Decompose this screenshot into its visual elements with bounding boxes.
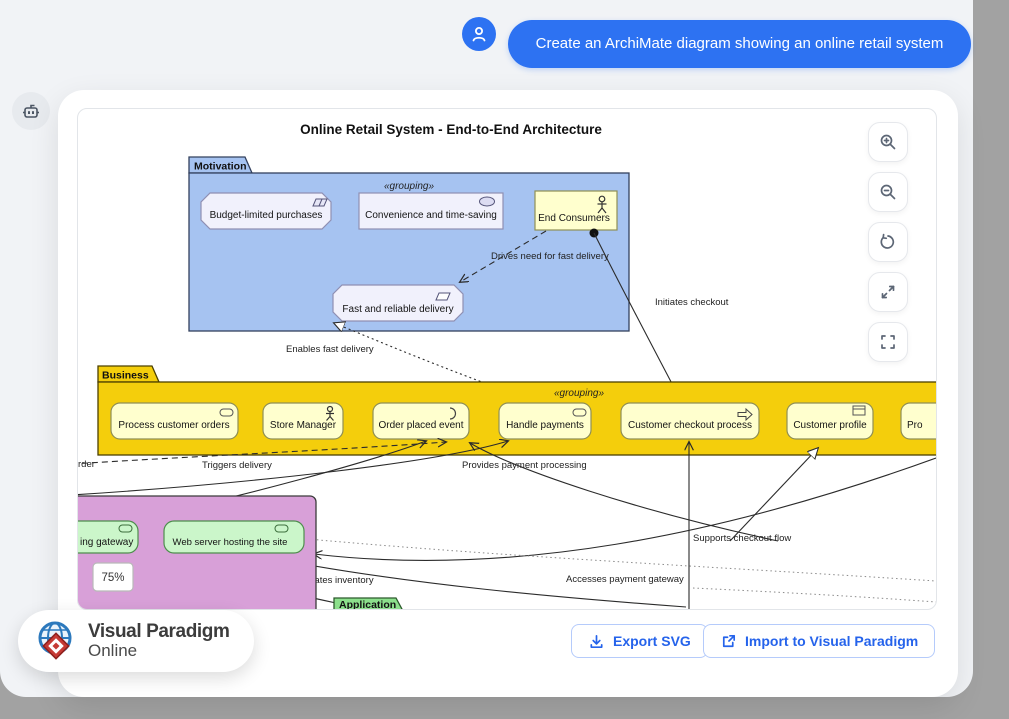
expand-arrows-icon (881, 285, 895, 299)
service-icon (219, 408, 234, 417)
business-group: Business «grouping» Process customer ord… (97, 365, 936, 456)
svg-text:Order placed event: Order placed event (378, 420, 463, 431)
node-end-consumers: End Consumers (534, 190, 618, 231)
zoom-out-button[interactable] (868, 172, 908, 212)
zoom-in-button[interactable] (868, 122, 908, 162)
node-web-server: Web server hosting the site (163, 520, 305, 554)
node-fast-reliable-delivery: Fast and reliable delivery (332, 284, 464, 322)
svg-text:Budget-limited purchases: Budget-limited purchases (210, 210, 323, 221)
fullscreen-corners-icon (881, 335, 895, 349)
node-store-manager: Store Manager (262, 402, 344, 440)
magnifier-plus-icon (880, 134, 896, 150)
relation-to-profile (729, 448, 818, 542)
relation-access-dotted-2 (692, 587, 936, 603)
actor-icon (326, 405, 334, 421)
relation-order-label-clipped: rder (78, 459, 95, 470)
svg-text:Fast and reliable delivery: Fast and reliable delivery (342, 304, 453, 315)
node-order-placed-event: Order placed event (372, 402, 470, 440)
relation-right-to-event (470, 443, 779, 542)
relation-updates-label: Updates inventory (297, 575, 374, 586)
user-avatar (462, 17, 496, 51)
diagram-canvas[interactable]: Online Retail System - End-to-End Archit… (77, 108, 937, 610)
node-clipped-business-element: Pro (900, 402, 936, 440)
magnifier-minus-icon (880, 184, 896, 200)
export-svg-button[interactable]: Export SVG (571, 624, 708, 658)
app-window: Create an ArchiMate diagram showing an o… (0, 0, 973, 697)
constraint-icon (312, 198, 328, 207)
relation-access-dotted-1 (307, 538, 936, 582)
rotate-ccw-icon (880, 233, 895, 249)
service-icon (572, 408, 587, 417)
diagram-title: Online Retail System - End-to-End Archit… (300, 122, 602, 137)
svg-text:Process customer orders: Process customer orders (118, 420, 229, 431)
svg-text:Pro: Pro (907, 420, 923, 431)
download-icon (590, 634, 603, 648)
svg-text:75%: 75% (101, 572, 124, 584)
relation-triggers (78, 442, 446, 465)
fullscreen-button[interactable] (868, 322, 908, 362)
node-payment-gateway-clipped: ing gateway (78, 520, 139, 554)
node-customer-checkout-process: Customer checkout process (620, 402, 760, 440)
logo-text: Visual Paradigm Online (88, 622, 230, 660)
business-stereotype: «grouping» (554, 388, 604, 399)
svg-text:Handle payments: Handle payments (506, 420, 584, 431)
svg-text:ing gateway: ing gateway (80, 537, 133, 548)
value-icon (479, 196, 495, 207)
business-event-icon (449, 407, 457, 420)
node-process-customer-orders: Process customer orders (110, 402, 239, 440)
relation-sweep-to-webserver (314, 457, 936, 562)
robot-icon (23, 104, 39, 118)
technology-group: ing gateway Web server hosting the site … (78, 495, 317, 609)
logo-brand-subtitle: Online (88, 641, 138, 661)
svg-text:Store Manager: Store Manager (270, 420, 337, 431)
actor-icon (597, 195, 607, 214)
relation-drives-label: Drives need for fast delivery (491, 251, 609, 262)
service-icon (274, 524, 289, 533)
user-message-bubble: Create an ArchiMate diagram showing an o… (508, 20, 971, 68)
person-icon (472, 27, 486, 42)
relation-initiates-label: Initiates checkout (655, 297, 729, 308)
expand-button[interactable] (868, 272, 908, 312)
motivation-group: Motivation «grouping» Budget-limited pur… (188, 156, 630, 332)
visual-paradigm-logo[interactable]: Visual Paradigm Online (18, 610, 254, 672)
import-to-vp-button[interactable]: Import to Visual Paradigm (703, 624, 936, 658)
reset-view-button[interactable] (868, 222, 908, 262)
svg-text:Customer checkout process: Customer checkout process (628, 420, 752, 431)
motivation-stereotype: «grouping» (384, 181, 434, 192)
business-tab-label: Business (102, 370, 149, 382)
application-tab-label: Application (339, 599, 396, 609)
export-svg-label: Export SVG (613, 633, 691, 649)
import-to-vp-label: Import to Visual Paradigm (745, 633, 919, 649)
relation-drives (460, 230, 547, 282)
logo-brand-name: Visual Paradigm (88, 621, 230, 643)
relation-triggers-label: Triggers delivery (202, 460, 272, 471)
application-tab (333, 597, 403, 609)
svg-text:Convenience and time-saving: Convenience and time-saving (365, 210, 497, 221)
globe-logo-icon (38, 621, 72, 660)
relation-accesses-label: Accesses payment gateway (566, 574, 684, 585)
external-link-icon (722, 634, 736, 647)
node-budget-limited-purchases: Budget-limited purchases (200, 192, 332, 230)
canvas-controls (868, 122, 908, 362)
service-icon (118, 524, 133, 533)
motivation-tab-label: Motivation (194, 161, 247, 173)
svg-text:Customer profile: Customer profile (793, 420, 867, 431)
requirement-icon (435, 292, 451, 301)
progress-badge: 75% (92, 562, 134, 592)
relation-enables-label: Enables fast delivery (286, 344, 374, 355)
relation-provides-label: Provides payment processing (462, 460, 587, 471)
node-customer-profile: Customer profile (786, 402, 874, 440)
assistant-avatar (12, 92, 50, 130)
node-handle-payments: Handle payments (498, 402, 592, 440)
svg-text:Web server hosting the site: Web server hosting the site (173, 537, 288, 548)
svg-text:End Consumers: End Consumers (538, 213, 610, 224)
application-group: Application (333, 597, 403, 609)
business-object-icon (852, 405, 866, 416)
process-icon (737, 407, 753, 422)
node-convenience-time-saving: Convenience and time-saving (358, 192, 504, 230)
relation-supports-label: Supports checkout flow (693, 533, 791, 544)
